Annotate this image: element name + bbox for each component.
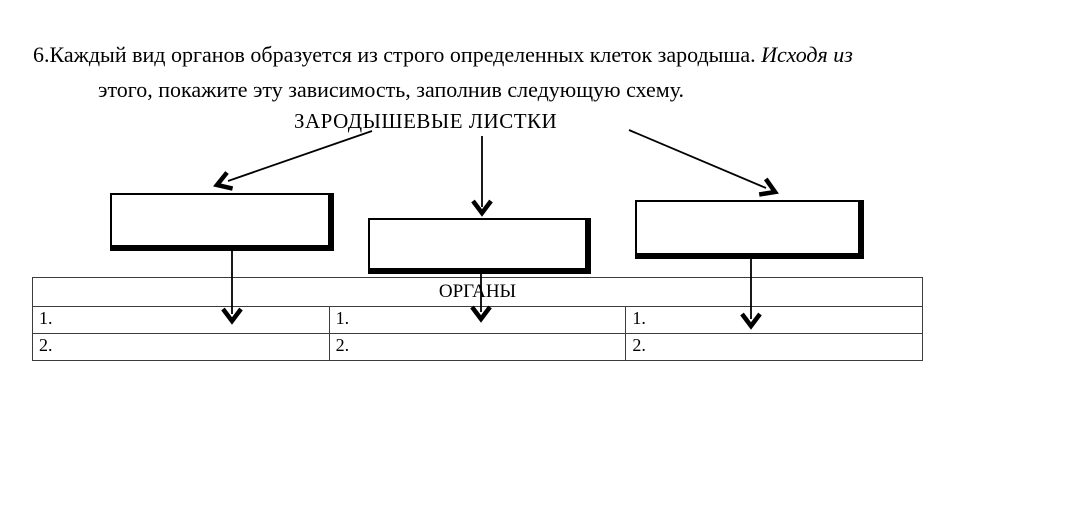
organs-table-header: ОРГАНЫ [32, 277, 923, 307]
question-text-line1-emphasis: Исходя из [761, 42, 853, 67]
organs-cell-1-3[interactable]: 1. [625, 306, 923, 334]
germ-layer-box-3[interactable] [635, 200, 864, 259]
question-text-line1: 6.Каждый вид органов образуется из строг… [33, 42, 853, 68]
organs-cell-1-2[interactable]: 1. [328, 306, 627, 334]
table-row: 1. 1. 1. [32, 306, 923, 334]
organs-cell-2-1[interactable]: 2. [32, 333, 330, 361]
schema-title: ЗАРОДЫШЕВЫЕ ЛИСТКИ [294, 109, 558, 133]
organs-cell-1-1[interactable]: 1. [32, 306, 330, 334]
organs-cell-2-2[interactable]: 2. [328, 333, 627, 361]
table-row: 2. 2. 2. [32, 333, 923, 361]
arrow-title-to-box1 [213, 130, 373, 191]
germ-layer-box-2[interactable] [368, 218, 591, 274]
organs-table: ОРГАНЫ 1. 1. 1. 2. 2. 2. [32, 277, 923, 361]
organs-cell-2-3[interactable]: 2. [625, 333, 923, 361]
question-text-line2: этого, покажите эту зависимость, заполни… [98, 77, 684, 102]
arrow-title-to-box3 [628, 129, 779, 197]
germ-layer-box-1[interactable] [110, 193, 334, 251]
arrow-title-to-box2 [471, 136, 493, 217]
question-text-line1-main: 6.Каждый вид органов образуется из строг… [33, 42, 762, 67]
organs-table-header-row: ОРГАНЫ [32, 277, 923, 307]
